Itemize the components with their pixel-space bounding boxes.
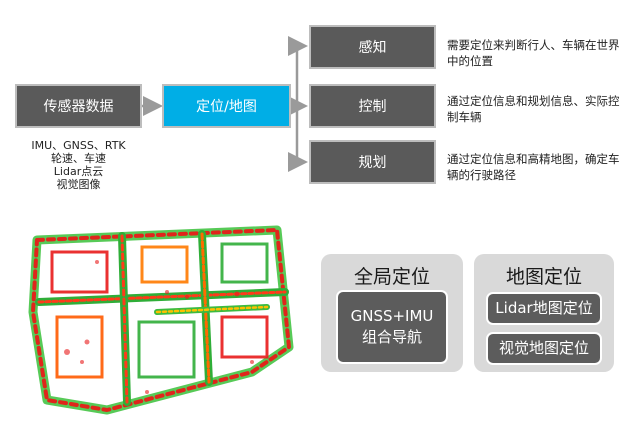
map-localization-panel: 地图定位 Lidar地图定位 视觉地图定位 [474, 254, 614, 372]
planning-desc-line: 通过定位信息和高精地图，确定车 [447, 152, 620, 166]
perception-box: 感知 [309, 25, 436, 69]
sensor-input-item: IMU、GNSS、RTK [31, 139, 126, 152]
sensor-input-item: Lidar点云 [53, 165, 104, 178]
planning-box: 规划 [309, 140, 436, 184]
global-localization-panel: 全局定位 GNSS+IMU 组合导航 [321, 254, 463, 372]
point-cloud-map-image [28, 225, 294, 415]
sensor-inputs-list: IMU、GNSS、RTK 轮速、车速 Lidar点云 视觉图像 [15, 139, 142, 191]
planning-description: 通过定位信息和高精地图，确定车 辆的行驶路径 [447, 151, 620, 183]
sensor-input-item: 轮速、车速 [51, 152, 106, 165]
control-desc-line: 通过定位信息和规划信息、实际控 [447, 94, 620, 108]
control-description: 通过定位信息和规划信息、实际控 制车辆 [447, 93, 620, 125]
control-box: 控制 [309, 84, 436, 128]
visual-map-localization-box: 视觉地图定位 [486, 332, 602, 365]
global-localization-title: 全局定位 [353, 266, 430, 288]
sensor-input-item: 视觉图像 [56, 178, 101, 191]
planning-label: 规划 [358, 155, 387, 171]
localization-map-box: 定位/地图 [162, 84, 291, 128]
gnss-imu-box: GNSS+IMU 组合导航 [336, 290, 448, 364]
visual-map-localization-label: 视觉地图定位 [498, 339, 589, 357]
sensor-data-box: 传感器数据 [15, 84, 142, 128]
lidar-map-localization-box: Lidar地图定位 [486, 292, 602, 325]
lidar-map-localization-label: Lidar地图定位 [495, 299, 593, 317]
perception-desc-line: 中的位置 [447, 54, 493, 68]
control-desc-line: 制车辆 [447, 110, 482, 124]
map-localization-title: 地图定位 [505, 266, 582, 288]
localization-map-label: 定位/地图 [196, 99, 257, 115]
perception-label: 感知 [358, 40, 387, 56]
perception-desc-line: 需要定位来判断行人、车辆在世界 [447, 38, 620, 52]
gnss-imu-line: GNSS+IMU [350, 307, 434, 325]
integrated-nav-line: 组合导航 [361, 328, 422, 346]
perception-description: 需要定位来判断行人、车辆在世界 中的位置 [447, 37, 620, 69]
control-label: 控制 [358, 99, 387, 115]
planning-desc-line: 辆的行驶路径 [447, 168, 516, 182]
sensor-data-label: 传感器数据 [43, 99, 114, 115]
